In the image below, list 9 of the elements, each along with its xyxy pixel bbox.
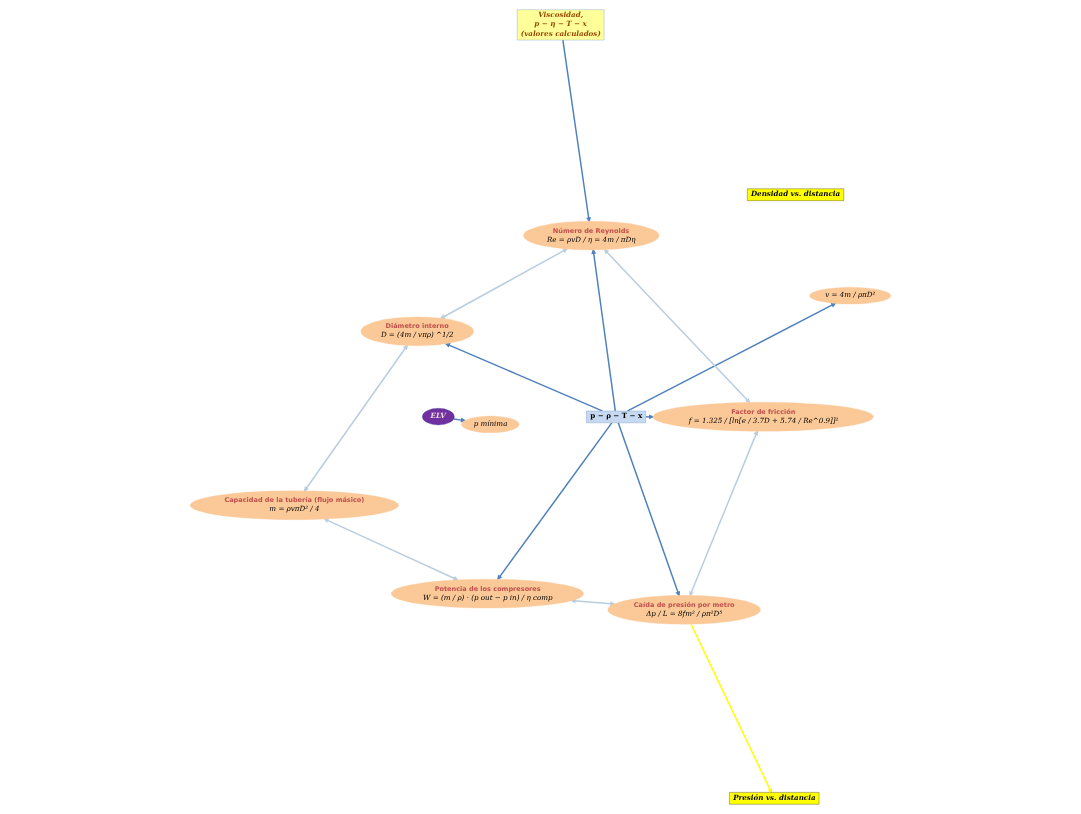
arrow (562, 39, 591, 223)
arrow (303, 344, 409, 493)
arrow (617, 422, 681, 597)
arrow (603, 248, 751, 404)
arrow (496, 422, 613, 581)
arrow (689, 429, 759, 598)
arrow (645, 414, 655, 420)
arrow (591, 248, 617, 412)
arrow (690, 623, 773, 794)
